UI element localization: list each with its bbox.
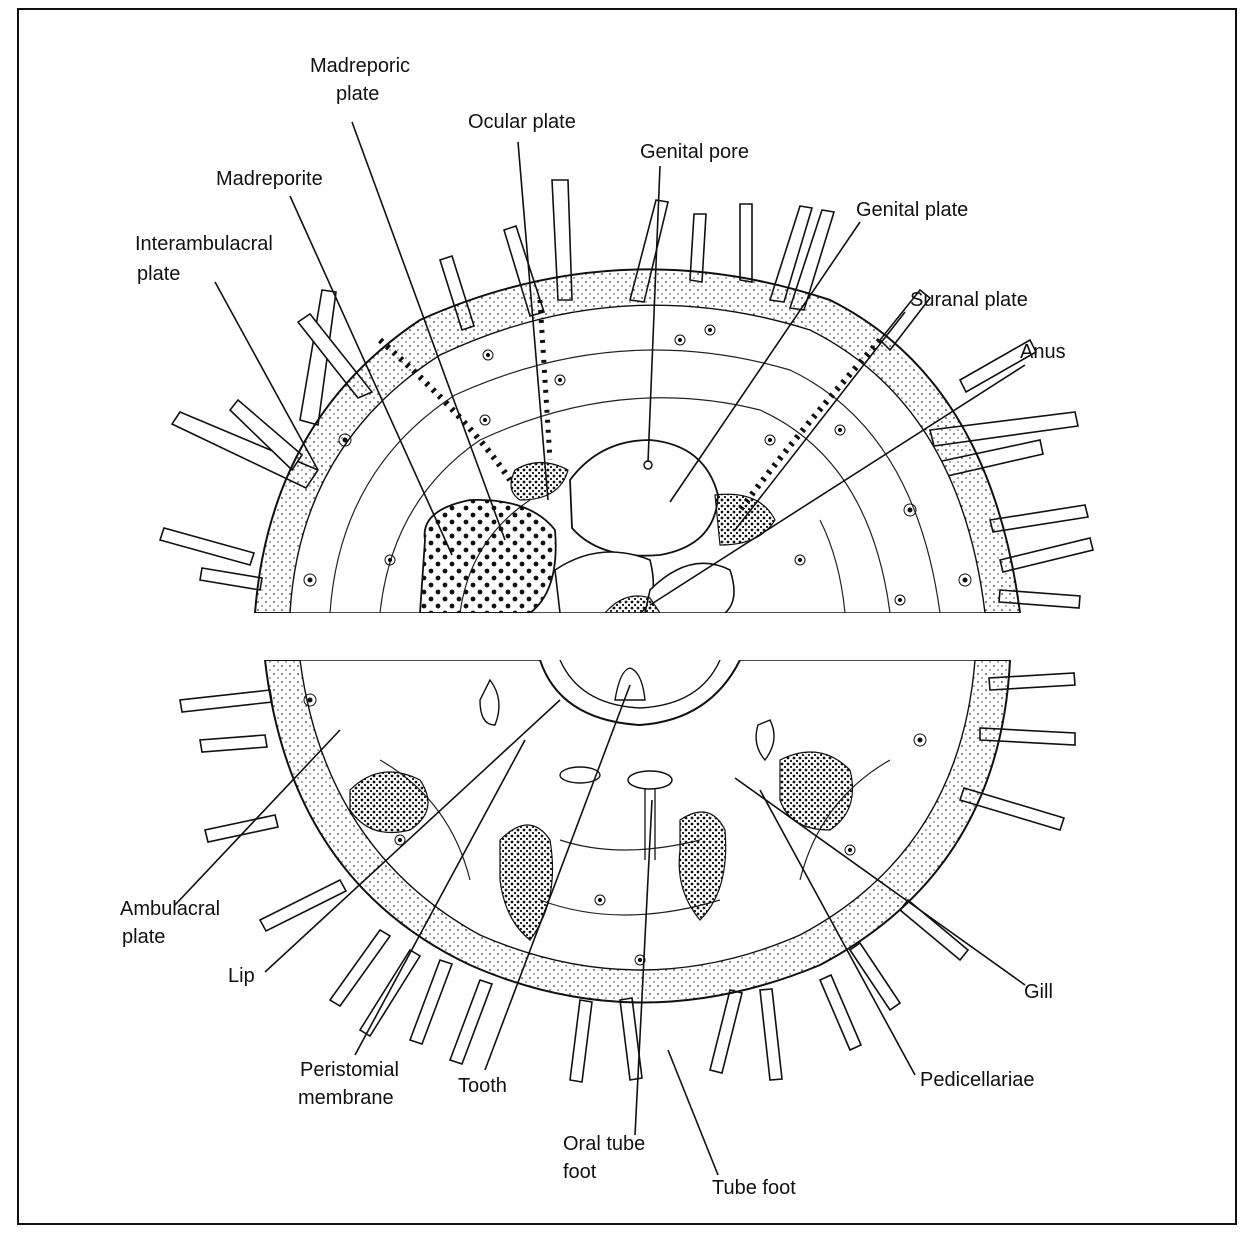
oral-view [180,660,1075,1082]
label-tube-foot: Tube foot [712,1177,796,1199]
label-suranal-plate: Suranal plate [910,289,1028,311]
label-ocular-plate: Ocular plate [468,111,576,133]
labels: Madreporic plate Ocular plate Genital po… [120,55,1066,1199]
label-madreporic-plate: Madreporic plate [310,55,416,105]
label-tooth: Tooth [458,1075,507,1097]
aboral-view [160,180,1093,613]
label-madreporite: Madreporite [216,168,323,190]
label-peristomial-membrane: Peristomial membrane [298,1059,404,1109]
label-ambulacral-plate: Ambulacral plate [120,898,226,948]
label-genital-plate: Genital plate [856,199,968,221]
label-genital-pore: Genital pore [640,141,749,163]
label-anus: Anus [1020,341,1066,363]
label-oral-tube-foot: Oral tube foot [563,1133,651,1183]
label-gill: Gill [1024,981,1053,1003]
label-pedicellariae: Pedicellariae [920,1069,1035,1091]
genital-plate-shape [570,440,718,556]
label-lip: Lip [228,965,255,987]
label-interambulacral-plate: Interambulacral plate [135,233,278,285]
madreporite-shape [420,500,556,613]
